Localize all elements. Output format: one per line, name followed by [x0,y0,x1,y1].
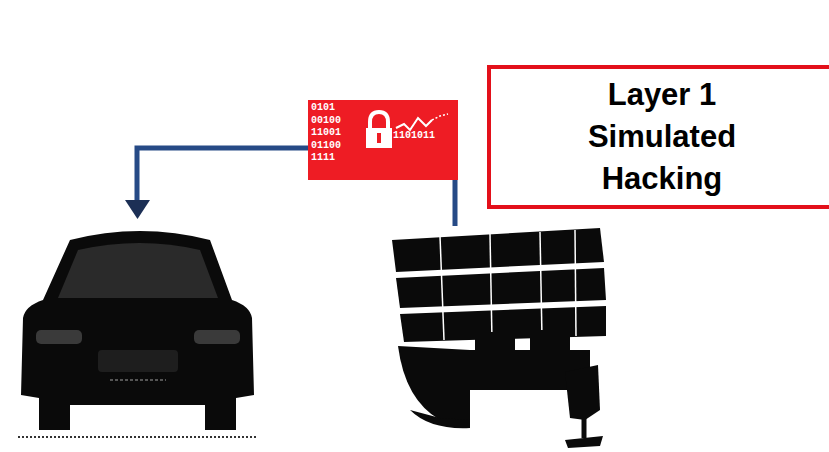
car-headlight [36,330,82,344]
node-text: 1101011 [393,130,463,142]
lock-shackle [370,112,388,130]
signal-trail [432,114,448,120]
car-illustration [18,231,256,437]
title-box: Layer 1 Simulated Hacking [487,65,829,209]
monitor-gap [575,230,576,336]
arrow-head [125,200,150,219]
node-text: Layer 1 Simulated Hacking [572,74,752,200]
node-text: 0101 00100 11001 01100 1111 [311,102,351,165]
car-windshield [58,243,218,298]
ground-line [18,436,256,438]
car-headlight [194,330,240,344]
monitor-gap [490,234,492,340]
desk-wing [398,346,470,422]
car-body [21,231,254,430]
desk-screen [475,332,515,352]
lock-keyhole [377,133,381,143]
monitor-gap [540,232,542,338]
workstation-illustration [392,228,606,448]
cyber-icon: 0101 00100 11001 01100 11111101011 [308,100,458,180]
monitor-gap [440,236,444,340]
desk-screen [530,330,570,352]
chair-post [582,418,587,438]
signal-line [396,118,432,130]
lock-body [366,128,392,148]
monitor-row [392,228,604,272]
chair-base [565,436,603,448]
monitor-row [396,268,606,308]
car-grille [98,350,178,372]
desk-edge [410,410,470,428]
car-plate [110,379,166,381]
chair [565,365,600,420]
